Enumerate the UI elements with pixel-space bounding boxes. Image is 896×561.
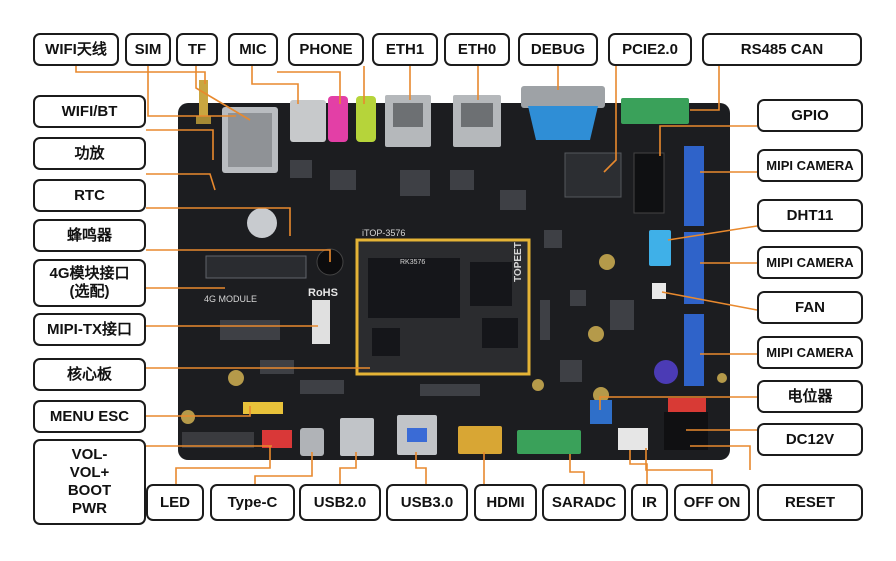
gpio-header	[633, 152, 665, 214]
label-fan: FAN	[757, 291, 863, 324]
label-wifi-bt: WIFI/BT	[33, 95, 146, 128]
wifi-antenna-connector	[196, 80, 211, 124]
buzzer-part	[316, 248, 344, 276]
debug-db9-shell	[521, 86, 605, 108]
label-reset: RESET	[757, 484, 863, 521]
label-pcie: PCIE2.0	[608, 33, 692, 66]
label-debug: DEBUG	[518, 33, 598, 66]
menu-esc-buttons	[243, 402, 283, 414]
label-rs485-can: RS485 CAN	[702, 33, 862, 66]
label-led: LED	[146, 484, 204, 521]
hdmi-port	[458, 426, 502, 454]
label-mipi-camera-1: MIPI CAMERA	[757, 149, 863, 182]
module-4g-slot	[205, 255, 307, 279]
board-components	[220, 160, 634, 396]
label-dht11: DHT11	[757, 199, 863, 232]
rs485-can-terminal	[621, 98, 689, 124]
soc-chip	[368, 258, 460, 318]
label-menu-esc: MENU ESC	[33, 400, 146, 433]
keys-row	[182, 432, 254, 448]
phone-jack-green	[356, 96, 376, 142]
label-rtc: RTC	[33, 179, 146, 212]
power-switch	[618, 428, 648, 450]
debug-db9-connector	[528, 106, 598, 140]
label-4g-module: 4G模块接口 (选配)	[33, 259, 146, 307]
label-sim: SIM	[125, 33, 171, 66]
pcie-slot	[564, 152, 622, 198]
mipi-tx-connector	[312, 300, 330, 344]
label-potentiometer: 电位器	[757, 380, 863, 413]
label-mic: MIC	[228, 33, 278, 66]
capacitor	[654, 360, 678, 384]
usb20-port	[340, 418, 374, 456]
module-4g-text: 4G MODULE	[204, 294, 257, 304]
label-usb20: USB2.0	[299, 484, 381, 521]
som-top-text: iTOP-3576	[362, 228, 405, 238]
label-ir: IR	[631, 484, 668, 521]
mipi-camera-connector-1	[684, 146, 704, 226]
potentiometer-part	[590, 400, 612, 424]
chip-text: RK3576	[400, 259, 425, 266]
label-vol-keys: VOL- VOL+ BOOT PWR	[33, 439, 146, 525]
dc12v-jack	[664, 412, 708, 450]
label-tf: TF	[176, 33, 218, 66]
saradc-terminal	[517, 430, 581, 454]
label-buzzer: 蜂鸣器	[33, 219, 146, 252]
label-eth0: ETH0	[444, 33, 510, 66]
type-c-port	[300, 428, 324, 456]
label-off-on: OFF ON	[674, 484, 750, 521]
label-mipi-camera-2: MIPI CAMERA	[757, 246, 863, 279]
rtc-battery	[247, 208, 277, 238]
dc-jack-cap	[668, 398, 706, 412]
mipi-camera-connector-2	[684, 232, 704, 304]
label-mipi-tx: MIPI-TX接口	[33, 313, 146, 346]
label-saradc: SARADC	[542, 484, 626, 521]
label-dc12v: DC12V	[757, 423, 863, 456]
label-usb30: USB3.0	[386, 484, 468, 521]
label-type-c: Type-C	[210, 484, 295, 521]
label-wifi-antenna: WIFI天线	[33, 33, 119, 66]
label-phone: PHONE	[288, 33, 364, 66]
label-amplifier: 功放	[33, 137, 146, 170]
label-gpio: GPIO	[757, 99, 863, 132]
brand-text: TOPEET	[513, 242, 524, 282]
rohs-text: RoHS	[308, 287, 338, 299]
label-mipi-camera-3: MIPI CAMERA	[757, 336, 863, 369]
fan-connector	[652, 283, 666, 299]
dht11-sensor	[649, 230, 671, 266]
mic-jack-pink	[328, 96, 348, 142]
phone-jack	[290, 100, 326, 142]
label-hdmi: HDMI	[474, 484, 537, 521]
mipi-camera-connector-3	[684, 314, 704, 386]
label-eth1: ETH1	[372, 33, 438, 66]
label-core-board: 核心板	[33, 358, 146, 391]
led-block	[262, 430, 292, 448]
